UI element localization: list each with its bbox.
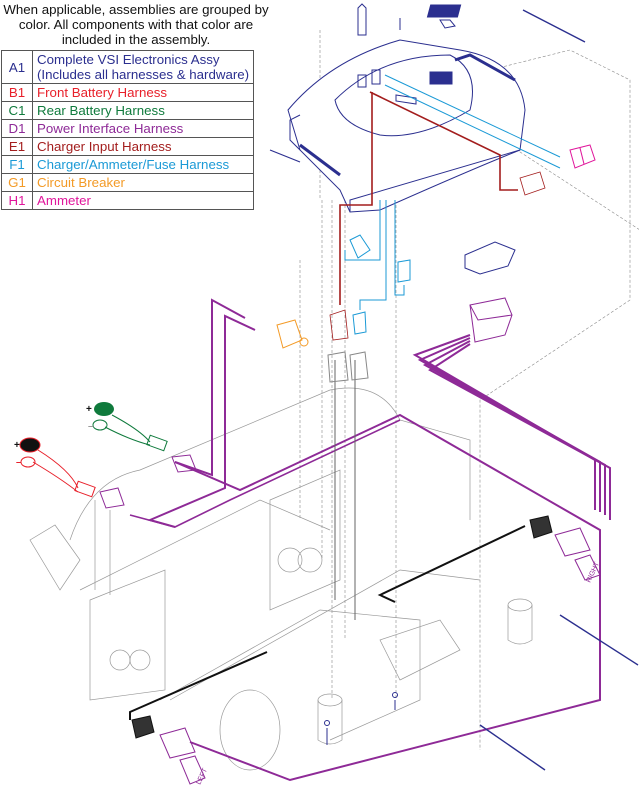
legend-label: Complete VSI Electronics Assy(Includes a… xyxy=(31,50,255,84)
charger-input-harness xyxy=(329,91,546,341)
legend-row-g1: G1 Circuit Breaker xyxy=(1,173,255,192)
circuit-breaker xyxy=(276,319,309,349)
rear-battery-harness xyxy=(92,402,168,452)
black-connectors xyxy=(327,351,369,383)
legend-row-h1: H1 Ammeter xyxy=(1,191,255,210)
rear-minus-label: – xyxy=(88,421,94,432)
legend-label: Charger Input Harness xyxy=(31,137,255,156)
hardware-screws xyxy=(324,614,639,771)
assembly-note: When applicable, assemblies are grouped … xyxy=(3,2,269,47)
power-interface-connector xyxy=(469,297,513,343)
motor-harnesses xyxy=(129,360,553,739)
charger-ammeter-fuse-harness xyxy=(344,74,561,335)
charger-port-bezel xyxy=(464,241,516,275)
legend-label: Ammeter xyxy=(31,191,255,210)
chassis-frame xyxy=(29,387,533,771)
legend-code: G1 xyxy=(1,173,33,192)
legend-code: H1 xyxy=(1,191,33,210)
left-tag: LEFT xyxy=(195,767,209,786)
legend-code: C1 xyxy=(1,101,33,120)
purple-connectors xyxy=(99,454,601,785)
front-plus-label: + xyxy=(14,440,20,451)
legend-row-a1: A1 Complete VSI Electronics Assy(Include… xyxy=(1,50,255,84)
front-battery-harness xyxy=(19,437,96,498)
legend-code: A1 xyxy=(1,50,33,84)
vsi-electronics-housing xyxy=(287,39,526,213)
legend-row-f1: F1 Charger/Ammeter/Fuse Harness xyxy=(1,155,255,174)
power-interface-harness xyxy=(129,298,611,782)
legend-label: Charger/Ammeter/Fuse Harness xyxy=(31,155,255,174)
legend-row-b1: B1 Front Battery Harness xyxy=(1,83,255,102)
legend-label-line1: Complete VSI Electronics Assy xyxy=(37,52,220,67)
rear-plus-label: + xyxy=(86,404,92,415)
top-hardware xyxy=(269,3,586,163)
front-minus-label: – xyxy=(16,457,22,468)
legend-table: A1 Complete VSI Electronics Assy(Include… xyxy=(1,50,255,210)
legend-label: Front Battery Harness xyxy=(31,83,255,102)
ammeter xyxy=(569,144,596,169)
polarity-labels: + – + – xyxy=(14,404,94,468)
legend-code: B1 xyxy=(1,83,33,102)
legend-label-line2: (Includes all harnesses & hardware) xyxy=(37,67,250,82)
